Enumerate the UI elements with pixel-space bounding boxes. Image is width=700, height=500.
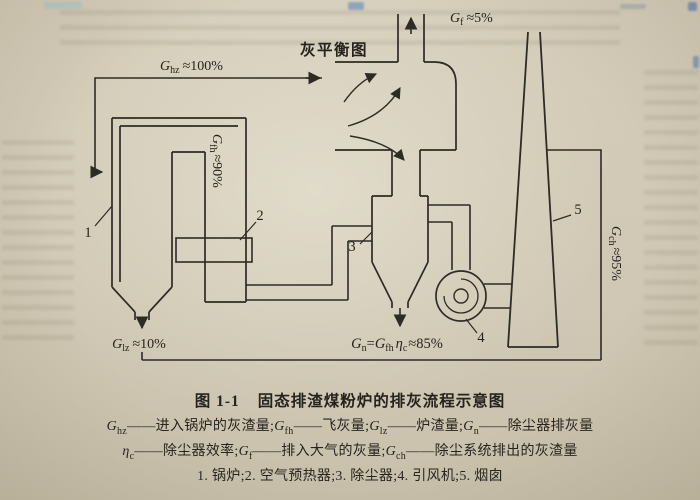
chimney	[507, 31, 559, 348]
fan-spiral	[443, 278, 479, 314]
figure-title-text: 固态排渣煤粉炉的排灰流程示意图	[257, 393, 506, 410]
scan-mark	[44, 2, 82, 9]
label-glz: Glz≈10%	[112, 337, 166, 354]
callout-fan: 4	[477, 330, 485, 346]
legend-line-2: ηc——除尘器效率;Gf——排入大气的灰量;Gch——除尘系统排出的灰渣量	[122, 443, 578, 462]
scan-mark	[620, 4, 646, 9]
callout-preheater: 2	[256, 208, 263, 224]
label-ghz: Ghz≈100%	[160, 59, 223, 76]
flow-arrow	[347, 87, 401, 127]
label-gfh: Gfh≈90%	[207, 134, 224, 188]
figure-caption: 图 1-1 固态排渣煤粉炉的排灰流程示意图 Ghz——进入锅炉的灰渣量;Gfh——…	[0, 392, 700, 487]
dust-collector	[371, 195, 429, 308]
scan-mark	[348, 2, 364, 10]
scan-mark	[693, 56, 699, 68]
callout-boiler: 1	[84, 225, 91, 241]
label-ash-balance-title: 灰平衡图	[300, 40, 368, 59]
leader-line	[552, 214, 572, 222]
flow-arrow	[343, 72, 378, 103]
figure-number: 图 1-1	[194, 393, 240, 410]
ash-discharge-path	[142, 149, 602, 361]
ash-input-line	[94, 77, 322, 172]
fan-volute	[435, 270, 487, 322]
legend-line-3: 1. 锅炉;2. 空气预热器;3. 除尘器;4. 引风机;5. 烟囱	[197, 468, 503, 484]
figure-title: 图 1-1 固态排渣煤粉炉的排灰流程示意图	[0, 392, 700, 412]
boiler-outline	[111, 117, 247, 320]
leader-line	[465, 318, 478, 334]
collector-outlet-duct	[428, 204, 471, 270]
leader-line	[359, 231, 373, 245]
fan-outlet-duct	[484, 283, 512, 309]
legend-line-1: Ghz——进入锅炉的灰渣量;Gfh——飞灰量;Glz——炉渣量;Gn——除尘器排…	[106, 419, 594, 437]
flow-diagram: Ghz≈100% 灰平衡图 Gf≈5% Gfh≈90% Glz≈10% Gn=G…	[84, 11, 623, 361]
balance-duct	[335, 14, 457, 196]
label-gf: Gf≈5%	[450, 11, 493, 28]
leader-line	[94, 205, 113, 227]
label-gch: Gch≈95%	[606, 226, 623, 281]
flue-duct	[246, 225, 372, 301]
fan-hub	[453, 288, 469, 304]
callout-collector: 3	[348, 239, 355, 255]
scan-mark	[688, 2, 697, 11]
air-preheater	[175, 237, 253, 263]
leader-line	[239, 221, 257, 241]
flow-arrow	[349, 135, 405, 161]
callout-chimney: 5	[574, 202, 581, 218]
